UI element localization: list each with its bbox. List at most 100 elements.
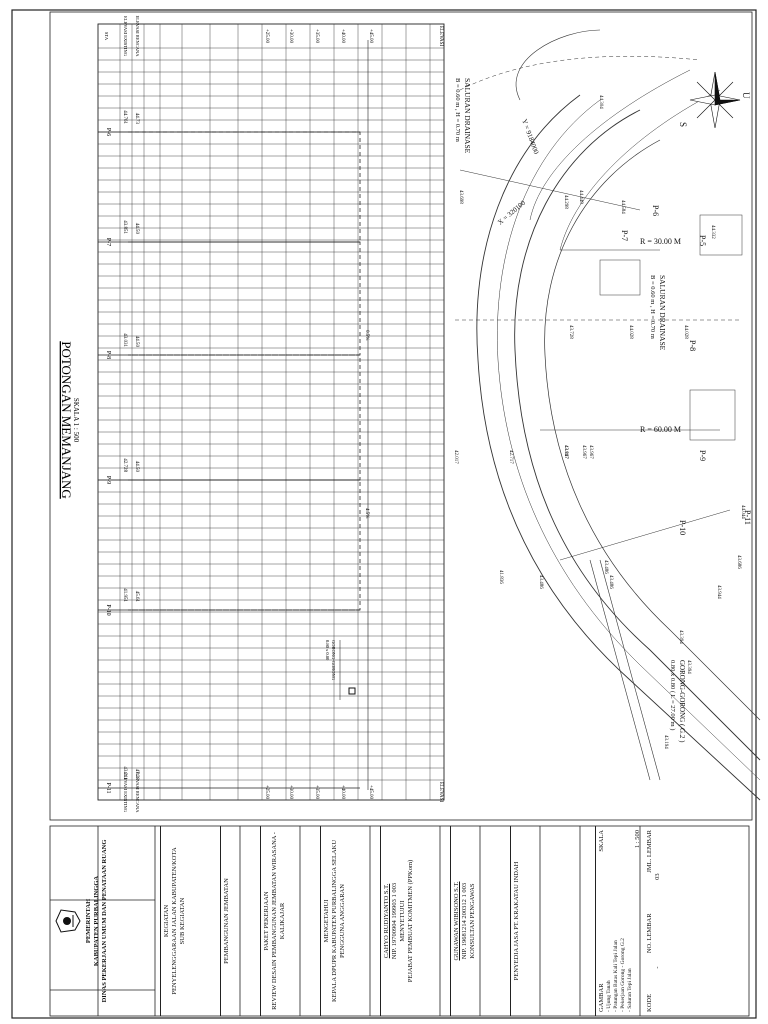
station-existing-5: 43.211 [122,766,127,780]
coord-x: X = 320100 [496,199,527,227]
spot-level-11: 43.847 [563,445,568,459]
code-values: - 03 [654,830,662,1012]
road-branch [529,69,691,221]
slope-label-1: 0.5% [364,330,369,340]
approval-title: KEPALA DPUPR KABUPATEN PURBALINGGA SELAK… [331,839,347,1003]
spot-level-22: 43.394 [686,660,691,674]
spot-level-12: 43.167 [563,445,568,459]
station-existing-3: 42.728 [122,458,127,472]
spot-level-14: 42.017 [453,450,458,464]
title-block-rotated: PEMERINTAH KABUPATEN PURBALINGGA DINAS P… [50,826,749,1016]
culvert-line [589,559,651,781]
north-arrow [689,71,741,129]
row-label-bottom-4: +30.00 [288,785,293,800]
design-grade-line [128,131,361,611]
row-label-bottom-5: +25.00 [264,785,269,800]
code-row: KODE NO. LEMBAR JML. LEMBAR [646,830,654,1012]
spot-level-5: 44.298 [563,195,568,209]
legend-item-1: - Ujung Tanah [606,980,613,1012]
plan-point-P-5: P-5 [698,235,707,246]
spot-level-18: 43.486 [538,575,543,589]
plan-point-P-10: P-10 [678,520,687,535]
legend-header-row: GAMBAR SKALA [598,830,606,1012]
culvert-label-2: 0.80 x 0.80 ( L = 27.00 m ) [669,660,676,730]
title-header: PEMERINTAH KABUPATEN PURBALINGGA DINAS P… [50,826,160,1016]
station-existing-1: 43.851 [122,220,127,234]
spot-level-16: 43.686 [736,555,741,569]
drain-label-2a: SALURAN DRAINASE [658,275,667,351]
spot-level-13: 42.717 [508,450,513,464]
regency-logo [55,909,81,933]
drawing-frame [49,11,753,821]
spot-level-0: 44.304 [598,95,603,109]
section-title: POTONGAN MEMANJANG [59,341,74,499]
radius-1: R = 30.00 M [640,237,681,246]
building-3 [599,259,641,296]
coord-y: Y = 9184000 [520,118,540,156]
row-label-fixed-1: ELEVASI EXISTING [123,16,128,57]
spot-level-8: 43.728 [568,325,573,339]
spot-level-24: 41.836 [498,570,503,584]
row-label-bottom-3: +35.00 [314,785,319,800]
sub-kegiatan-value: PEMBANGUNAN JEMBATAN [223,878,230,964]
paket-section: PAKET PEKERJAAN REVIEW DESAIN PEMBANGUNA… [260,826,320,1016]
plan-point-P-8: P-8 [688,340,697,351]
spot-level-4: 44.448 [578,190,583,204]
check-title: PEJABAT PEMBUAT KOMITMEN (PPKom) [407,859,415,983]
row-label-top-4: +30.00 [288,29,293,44]
building-2 [699,214,743,256]
sheet-value: 03 [653,873,661,880]
spot-level-10: 43.967 [581,445,586,459]
spot-level-3: 43.698 [458,190,463,204]
contractor: PENYEDIA JASA PT. KRAKATAU INDAH [513,861,520,981]
slope-label-2: 4.5% [364,508,369,518]
station-existing-2: 43.031 [122,333,127,347]
road-top-curve [515,29,601,101]
sub-kegiatan-section: PEMBANGUNAN JEMBATAN [220,826,260,1016]
culvert-note-2: 0.80 x 0.80 [325,640,330,661]
station-existing-4: 41.951 [122,588,127,602]
spot-level-19: 43.486 [603,560,608,574]
consultant-section: GUNAWAN WIBISONO S.T. NIP. 19681214 2003… [450,826,510,1016]
check-label: MENYETUJUI [399,900,407,942]
station-design-5: 47.23 [134,769,139,781]
total-label: JML. LEMBAR [645,830,653,873]
row-label-top-1: +45.00 [368,29,373,44]
skala-header: SKALA [598,830,605,852]
spot-level-6: 44.028 [628,325,633,339]
plan-view [455,29,761,801]
road-centerline [497,99,761,781]
gambar-header: GAMBAR [598,983,605,1012]
station-name-1: P-7 [105,238,111,246]
plan-point-P-11: P-11 [743,510,752,525]
consultant-title: KONSULTAN PENGAWAS [469,883,477,959]
scale-value: 1 : 500 [633,830,641,849]
row-label-fixed-0: STA [104,32,109,41]
longitudinal-profile: ELEVASI+45.00+40.00+35.00+30.00+25.00ELE… [59,15,445,813]
legend-item-4: - Saluran Tepi Jalan [626,968,633,1012]
profile-frame [97,23,445,801]
building-1 [689,389,736,441]
sub-kegiatan-label: SUB KEGIATAN [179,897,187,945]
station-name-0: P-6 [105,128,111,136]
plan-point-P-6: P-6 [651,205,660,216]
drain-label-1b: B = 0.60 m , H = 0.70 m [454,78,461,142]
station-name-5: P-11 [105,782,111,793]
title-block-frame [49,825,750,1017]
row-label-top-2: +40.00 [340,29,345,44]
paket-value: REVIEW DESAIN PEMBANGUNAN JEMBATAN WIRAS… [271,832,287,1010]
row-label-fixed-2: ELEVASI RENCANA [135,15,140,57]
kegiatan-section: KEGIATAN PENYELENGGARAAN JALAN KABUPATEN… [160,826,220,1016]
approval-name: CAHYO RUDIYANTO S.T. [383,883,390,959]
spot-level-15: 44.044 [740,505,745,519]
kegiatan-label: KEGIATAN [163,904,170,938]
consultant-name: GUNAWAN WIBISONO S.T. [453,881,460,961]
culvert-symbol [348,687,356,695]
north-s: S [678,122,688,127]
sheet-border [11,9,757,1019]
code-value: - [653,966,661,969]
gov-line-2: KABUPATEN PURBALINGGA [93,875,101,967]
signatory-section: CAHYO RUDIYANTO S.T. NIP. 19700904 19990… [380,826,450,1016]
culvert-label-1: GORONG-GORONG ( G.2 ) [678,660,686,743]
row-label-bottom-1: +45.00 [368,785,373,800]
